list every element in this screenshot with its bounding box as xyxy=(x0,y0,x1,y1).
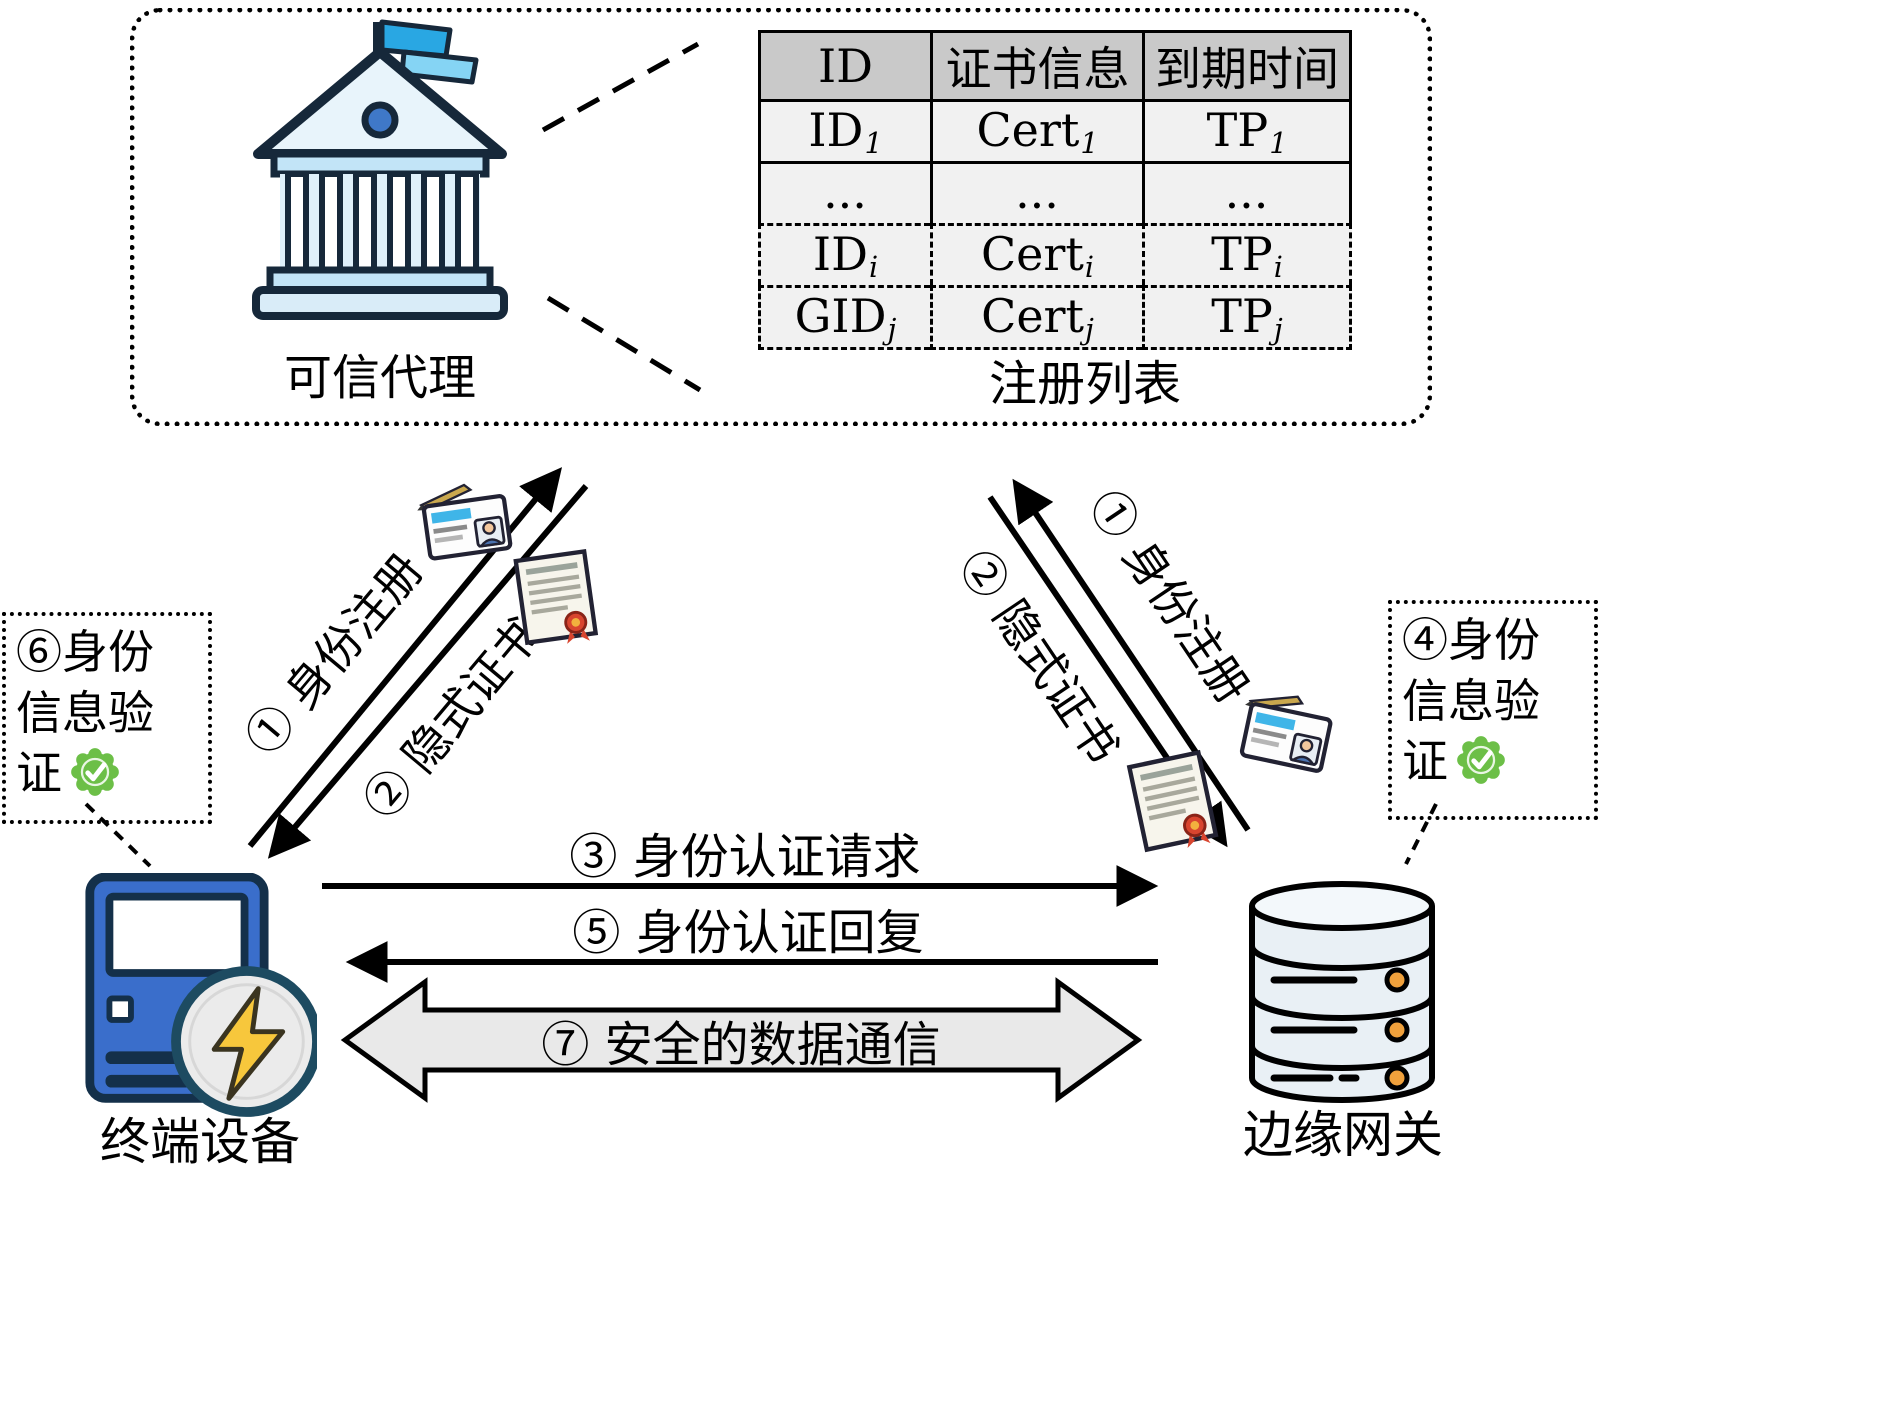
verified-badge-icon xyxy=(1457,736,1505,785)
terminal-device-icon xyxy=(85,873,317,1117)
table-row: ... ... ... xyxy=(758,161,1352,223)
flow-label-auth-request: ③ 身份认证请求 xyxy=(569,829,921,885)
flow-label-auth-reply: ⑤ 身份认证回复 xyxy=(572,905,924,961)
col-cert: 证书信息 xyxy=(930,30,1142,99)
gateway-label: 边缘网关 xyxy=(1243,1106,1443,1164)
certificate-icon xyxy=(1126,749,1219,853)
verify-box-left: ⑥身份 信息验 证 xyxy=(2,612,212,824)
certificate-icon xyxy=(513,549,599,646)
flow-label-right-cert: ② 隐式证书 xyxy=(948,540,1131,774)
table-header-row: ID 证书信息 到期时间 xyxy=(758,30,1352,99)
terminal-device-label: 终端设备 xyxy=(100,1113,300,1171)
registration-table: ID 证书信息 到期时间 ID1 Cert1 TP1 ... ... ... I… xyxy=(758,30,1352,350)
table-row: IDi Certi TPi xyxy=(758,223,1352,285)
registration-table-title: 注册列表 xyxy=(988,356,1181,412)
table-row: ID1 Cert1 TP1 xyxy=(758,99,1352,161)
flow-label-secure-comm: ⑦ 安全的数据通信 xyxy=(541,1017,941,1073)
id-card-icon xyxy=(1239,695,1333,773)
flow-label-right-register: ① 身份注册 xyxy=(1078,480,1261,714)
bank-icon xyxy=(252,19,508,320)
trusted-agent-label: 可信代理 xyxy=(283,350,476,406)
verify-box-right: ④身份 信息验 证 xyxy=(1388,600,1598,820)
col-id: ID xyxy=(758,30,930,99)
table-row: GIDj Certj TPj xyxy=(758,285,1352,350)
verify-box-left-label: ⑥身份 信息验 证 xyxy=(16,625,154,801)
id-card-icon xyxy=(417,483,513,561)
gateway-database-icon xyxy=(1249,881,1435,1103)
trusted-agent-box xyxy=(130,8,1432,426)
col-expiry: 到期时间 xyxy=(1142,30,1352,99)
verified-badge-icon xyxy=(71,748,119,797)
verify-box-right-label: ④身份 信息验 证 xyxy=(1402,613,1540,789)
